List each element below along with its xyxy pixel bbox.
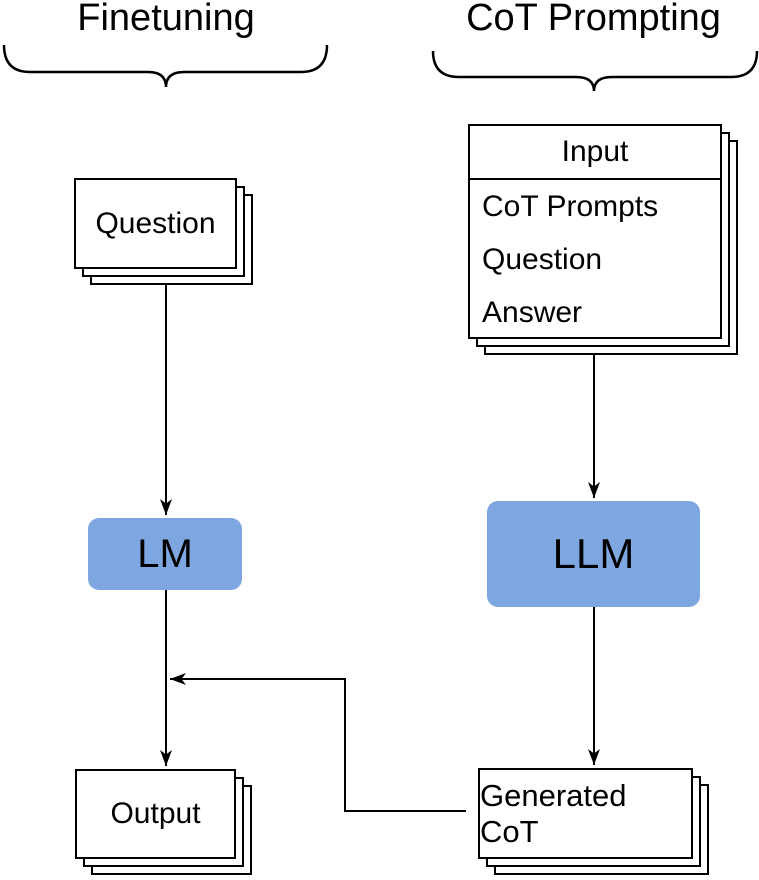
arrow-generated-cot-to-finetuning — [170, 673, 466, 812]
cot-prompting-brace — [431, 50, 759, 92]
question-card: Question — [74, 178, 237, 269]
input-card: Input CoT Prompts Question Answer — [468, 124, 722, 339]
cot-prompting-title: CoT Prompting — [466, 0, 721, 39]
finetuning-brace — [2, 44, 329, 88]
llm-node-label: LLM — [552, 530, 635, 577]
input-card-row-question: Question — [482, 243, 603, 276]
generated-cot-card: Generated CoT — [478, 768, 693, 859]
lm-node: LM — [88, 518, 242, 590]
lm-node-label: LM — [137, 531, 193, 576]
input-card-row-answer: Answer — [482, 296, 583, 329]
question-card-label: Question — [95, 206, 216, 240]
finetuning-title: Finetuning — [77, 0, 255, 39]
llm-node: LLM — [487, 501, 700, 607]
input-card-header: Input — [470, 126, 720, 180]
output-card-label: Output — [110, 797, 201, 830]
output-card: Output — [75, 769, 236, 859]
input-card-row-cot-prompts: CoT Prompts — [482, 190, 659, 223]
generated-cot-card-label: Generated CoT — [480, 777, 627, 849]
